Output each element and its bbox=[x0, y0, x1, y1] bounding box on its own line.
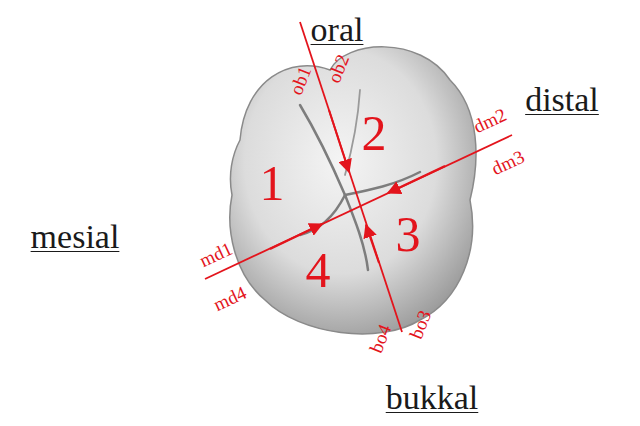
quadrant-number: 1 bbox=[260, 158, 285, 208]
section-code: dm2 bbox=[471, 104, 510, 135]
direction-label: distal bbox=[525, 83, 599, 117]
section-code: md4 bbox=[211, 282, 250, 313]
fissure-lines bbox=[300, 90, 420, 270]
section-code: md1 bbox=[197, 238, 236, 269]
axis-lines bbox=[205, 22, 512, 332]
direction-label: bukkal bbox=[386, 381, 479, 415]
quadrant-number: 3 bbox=[396, 209, 421, 259]
direction-label: oral bbox=[311, 13, 364, 47]
quadrant-number: 4 bbox=[306, 245, 331, 295]
direction-label: mesial bbox=[31, 220, 120, 254]
direction-arrows bbox=[270, 110, 445, 263]
section-code: dm3 bbox=[489, 146, 528, 177]
quadrant-number: 2 bbox=[362, 108, 387, 158]
tooth-outline bbox=[230, 47, 476, 334]
